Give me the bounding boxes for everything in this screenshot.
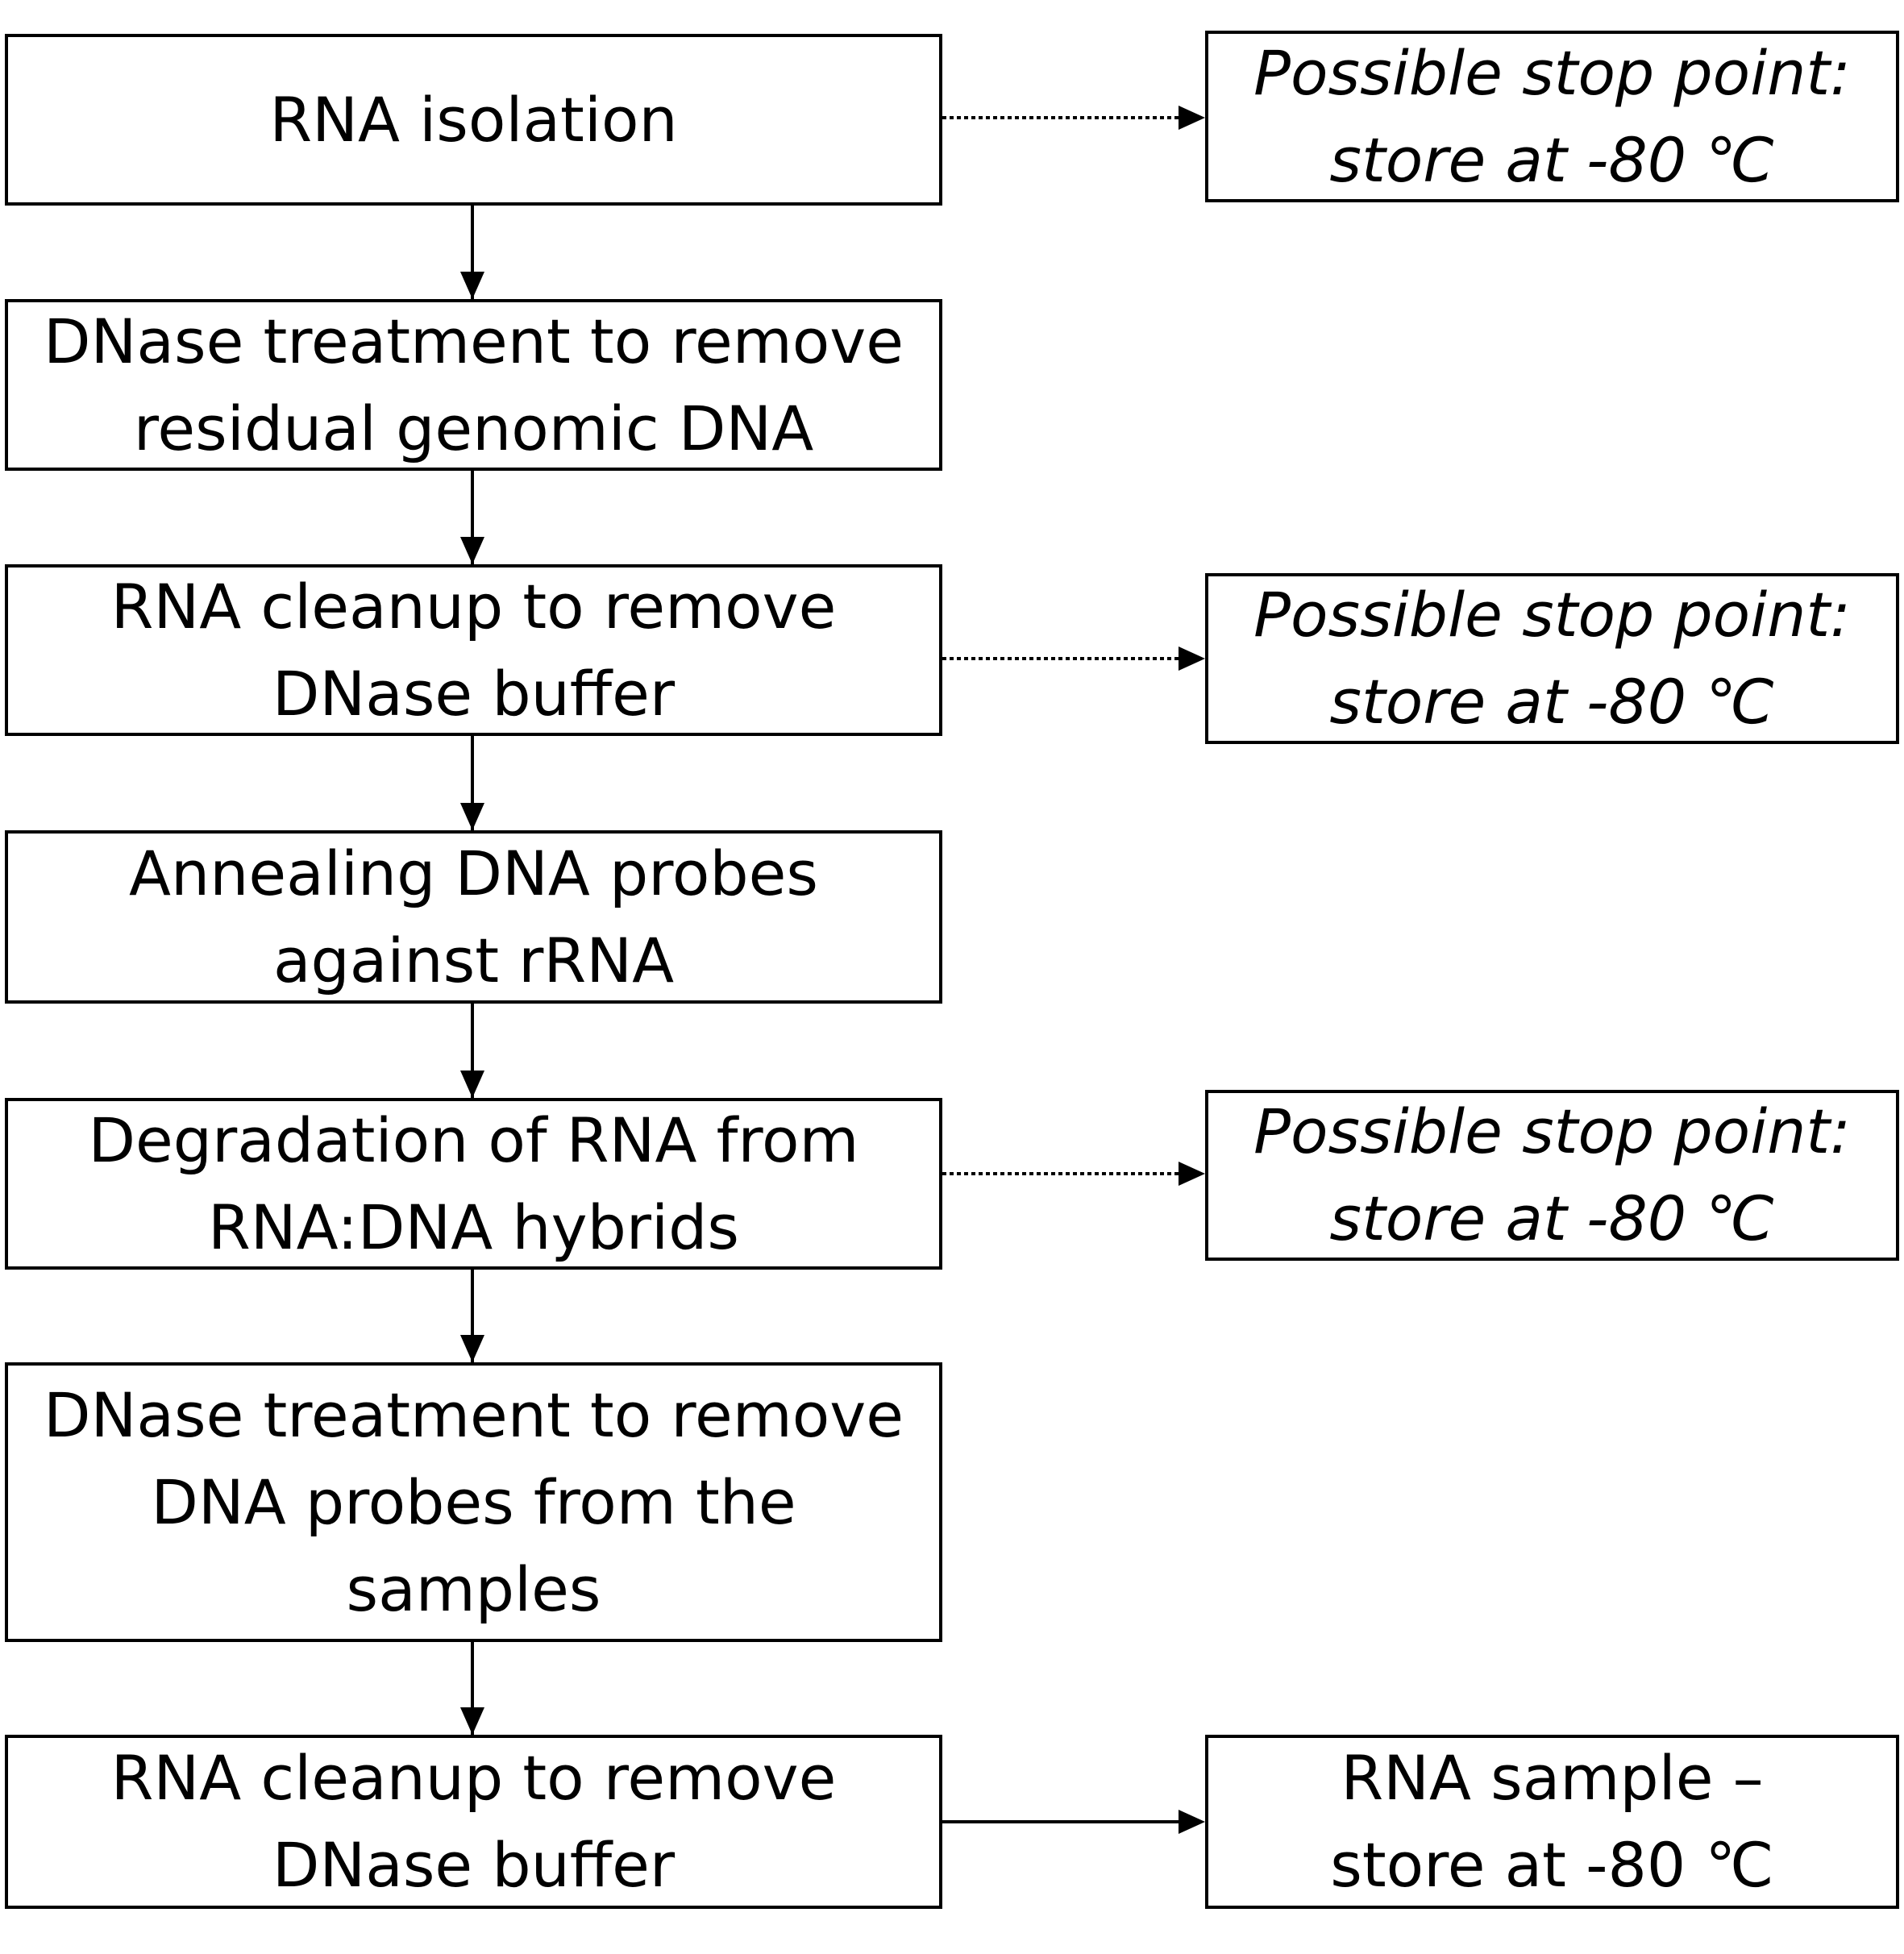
step-text-line: Annealing DNA probes [129,837,818,909]
step-text-line: DNA probes from the [151,1466,796,1538]
arrowhead-icon [460,1707,484,1735]
note-text-line: store at -80 ℃ [1329,123,1775,196]
step-text-line: DNase buffer [272,1829,676,1901]
step-text-line: Degradation of RNA from [88,1104,859,1176]
step-annealing-dna-probes: Annealing DNA probes against rRNA [5,830,942,1004]
step-text-line: RNA cleanup to remove [110,1742,837,1814]
arrowhead-icon [1179,1162,1205,1186]
step-text-line: DNase buffer [272,657,676,730]
note-text-line: Possible stop point: [1253,579,1851,651]
arrowhead-icon [460,1335,484,1362]
stop-point-note: Possible stop point: store at -80 ℃ [1205,1090,1899,1261]
note-text-line: RNA sample – [1341,1742,1764,1814]
step-text-line: RNA isolation [269,83,678,156]
step-text-line: against rRNA [272,924,675,996]
note-text-line: store at -80 ℃ [1329,1183,1775,1254]
step-dnase-treatment-genomic: DNase treatment to remove residual genom… [5,299,942,471]
arrowhead-icon [460,537,484,564]
step-text-line: RNA cleanup to remove [110,570,837,642]
horizontal-arrows [942,106,1205,1834]
note-text-line: store at -80 ℃ [1330,1829,1774,1901]
step-rna-cleanup-2: RNA cleanup to remove DNase buffer [5,1735,942,1909]
rna-sample-note: RNA sample – store at -80 ℃ [1205,1735,1899,1909]
arrowhead-icon [460,1071,484,1098]
step-text-line: DNase treatment to remove [44,305,904,377]
note-text-line: Possible stop point: [1253,1095,1851,1167]
arrowhead-icon [460,803,484,830]
step-dnase-treatment-probes: DNase treatment to remove DNA probes fro… [5,1362,942,1642]
step-rna-isolation: RNA isolation [5,34,942,206]
arrowhead-icon [1179,646,1205,671]
step-text-line: DNase treatment to remove [44,1378,904,1451]
step-text-line: RNA:DNA hybrids [207,1191,740,1263]
arrowhead-icon [460,272,484,299]
arrowhead-icon [1179,1810,1205,1834]
stop-point-note: Possible stop point: store at -80 ℃ [1205,31,1899,202]
note-text-line: store at -80 ℃ [1329,666,1775,738]
step-rna-cleanup-1: RNA cleanup to remove DNase buffer [5,564,942,736]
arrowhead-icon [1179,106,1205,130]
step-degradation-rna: Degradation of RNA from RNA:DNA hybrids [5,1098,942,1270]
step-text-line: residual genomic DNA [133,392,814,464]
vertical-arrows [460,206,484,1735]
note-text-line: Possible stop point: [1253,36,1851,109]
stop-point-note: Possible stop point: store at -80 ℃ [1205,573,1899,744]
step-text-line: samples [346,1553,601,1625]
